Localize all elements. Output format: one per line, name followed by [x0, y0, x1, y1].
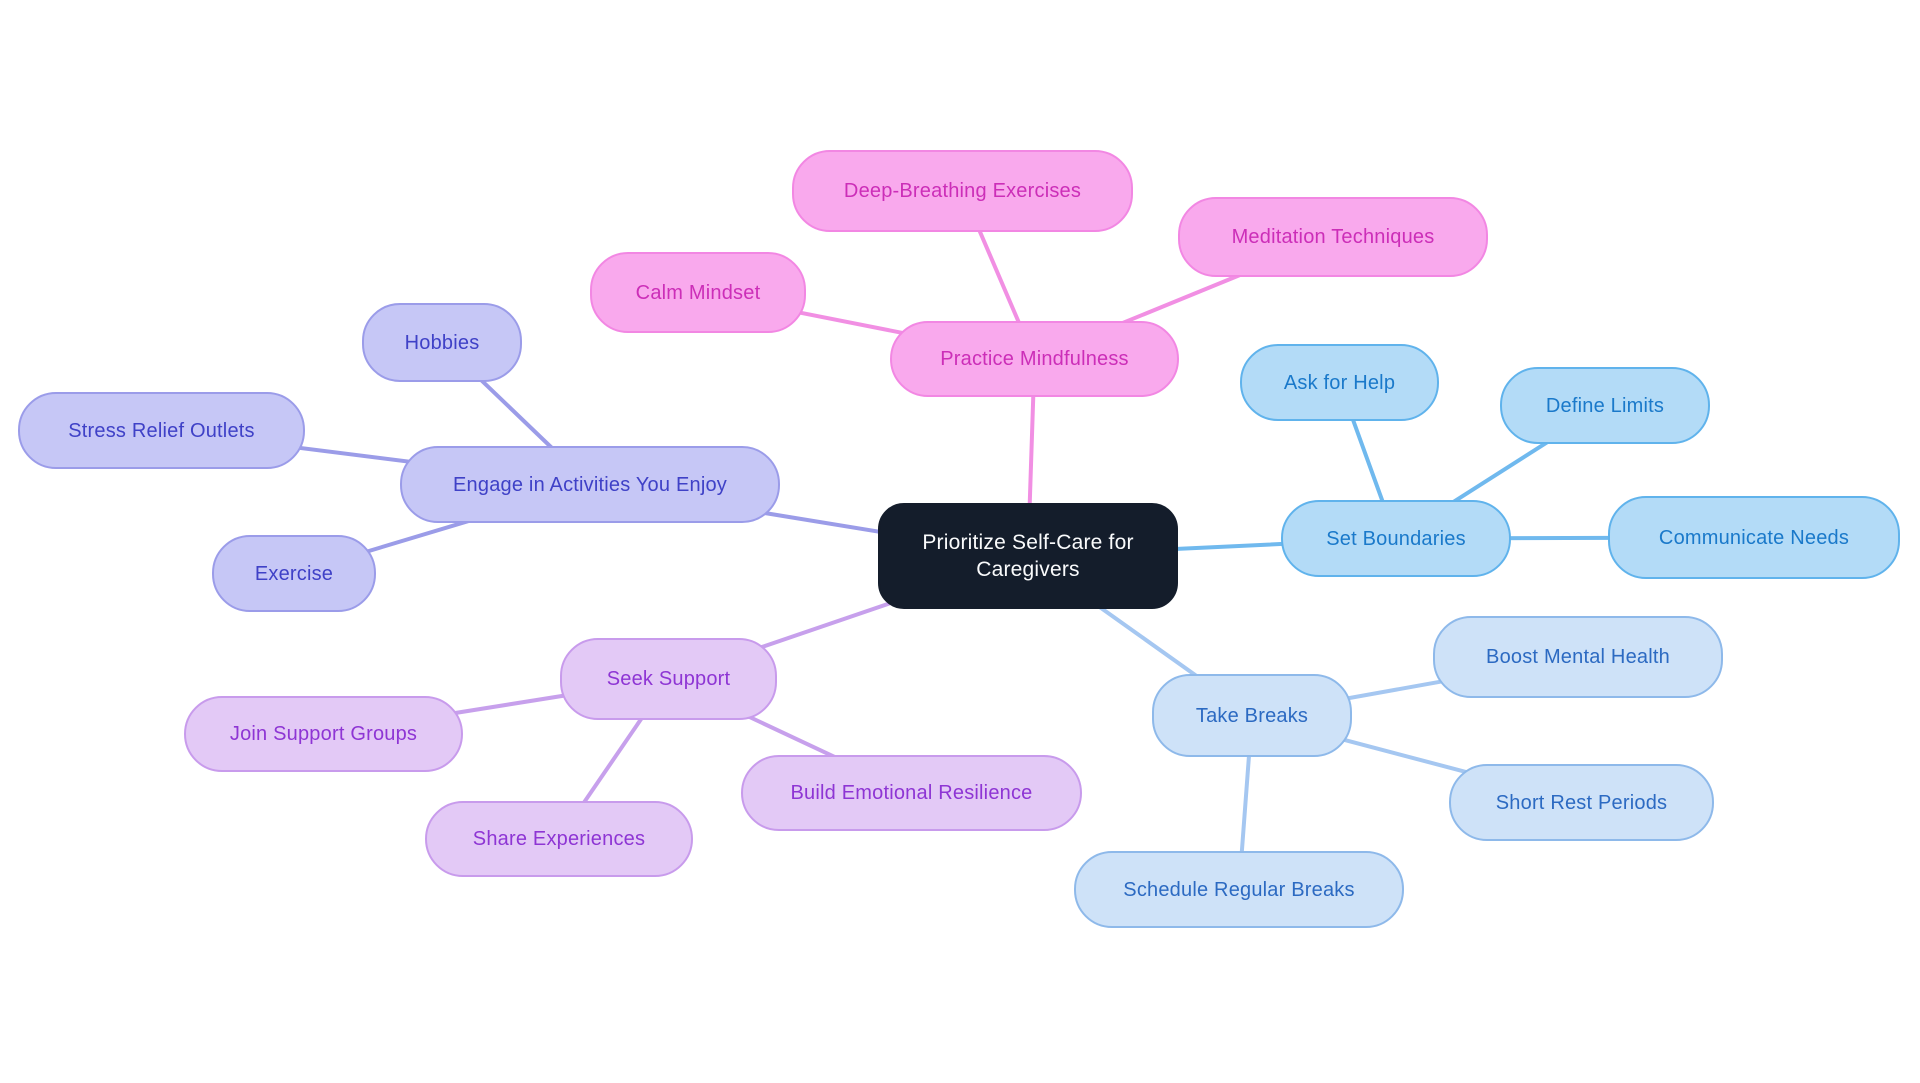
- mindmap-node-hobbies[interactable]: Hobbies: [362, 303, 522, 382]
- mindmap-node-short-rest-periods[interactable]: Short Rest Periods: [1449, 764, 1714, 841]
- node-label-deep-breathing-exercises: Deep-Breathing Exercises: [843, 180, 1082, 202]
- node-label-join-support-groups: Join Support Groups: [229, 723, 418, 745]
- node-label-practice-mindfulness: Practice Mindfulness: [940, 348, 1129, 370]
- node-label-short-rest-periods: Short Rest Periods: [1495, 791, 1668, 814]
- node-label-schedule-regular-breaks: Schedule Regular Breaks: [1123, 878, 1355, 901]
- node-label-hobbies: Hobbies: [404, 331, 480, 354]
- mindmap-node-deep-breathing-exercises[interactable]: Deep-Breathing Exercises: [792, 150, 1133, 232]
- mindmap-node-share-experiences[interactable]: Share Experiences: [425, 801, 693, 877]
- mindmap-node-communicate-needs[interactable]: Communicate Needs: [1608, 496, 1900, 579]
- node-label-define-limits: Define Limits: [1545, 394, 1665, 417]
- node-label-calm-mindset: Calm Mindset: [635, 281, 761, 304]
- node-label-stress-relief-outlets: Stress Relief Outlets: [68, 419, 255, 442]
- mindmap-node-engage-in-activities[interactable]: Engage in Activities You Enjoy: [400, 446, 780, 523]
- mindmap-node-meditation-techniques[interactable]: Meditation Techniques: [1178, 197, 1488, 277]
- mindmap-node-build-emotional-resilience[interactable]: Build Emotional Resilience: [741, 755, 1082, 831]
- mindmap-node-calm-mindset[interactable]: Calm Mindset: [590, 252, 806, 333]
- mindmap-node-define-limits[interactable]: Define Limits: [1500, 367, 1710, 444]
- node-label-share-experiences: Share Experiences: [472, 828, 646, 850]
- mindmap-node-seek-support[interactable]: Seek Support: [560, 638, 777, 720]
- mindmap-node-boost-mental-health[interactable]: Boost Mental Health: [1433, 616, 1723, 698]
- mindmap-node-exercise[interactable]: Exercise: [212, 535, 376, 612]
- node-label-take-breaks: Take Breaks: [1195, 704, 1309, 727]
- mindmap-node-stress-relief-outlets[interactable]: Stress Relief Outlets: [18, 392, 305, 469]
- node-label-build-emotional-resilience: Build Emotional Resilience: [790, 782, 1033, 804]
- mindmap-node-set-boundaries[interactable]: Set Boundaries: [1281, 500, 1511, 577]
- node-label-seek-support: Seek Support: [606, 668, 731, 690]
- node-label-meditation-techniques: Meditation Techniques: [1231, 226, 1435, 248]
- mindmap-node-prioritize-self-care[interactable]: Prioritize Self-Care for Caregivers: [878, 503, 1178, 609]
- node-label-exercise: Exercise: [254, 562, 334, 585]
- mindmap-node-schedule-regular-breaks[interactable]: Schedule Regular Breaks: [1074, 851, 1404, 928]
- node-label-prioritize-self-care: Prioritize Self-Care for Caregivers: [922, 530, 1134, 581]
- node-label-communicate-needs: Communicate Needs: [1658, 526, 1850, 549]
- mindmap-node-ask-for-help[interactable]: Ask for Help: [1240, 344, 1439, 421]
- node-label-boost-mental-health: Boost Mental Health: [1486, 646, 1670, 668]
- mindmap-node-join-support-groups[interactable]: Join Support Groups: [184, 696, 463, 772]
- node-label-ask-for-help: Ask for Help: [1283, 371, 1396, 394]
- node-label-set-boundaries: Set Boundaries: [1326, 527, 1466, 550]
- node-label-engage-in-activities: Engage in Activities You Enjoy: [453, 473, 727, 496]
- mindmap-node-take-breaks[interactable]: Take Breaks: [1152, 674, 1352, 757]
- mindmap-node-practice-mindfulness[interactable]: Practice Mindfulness: [890, 321, 1179, 397]
